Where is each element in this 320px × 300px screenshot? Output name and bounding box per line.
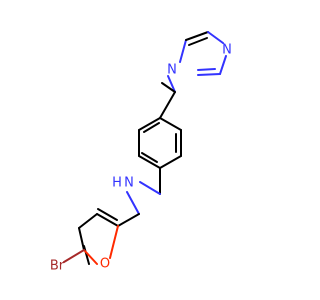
imidazole-ring: [179, 31, 227, 76]
bond: [139, 181, 161, 195]
furan-ring: [78, 208, 119, 265]
bond: [83, 245, 90, 265]
bond: [109, 225, 119, 259]
bond: [219, 55, 227, 75]
bond: [78, 213, 98, 229]
bond: [138, 117, 161, 131]
bond: [83, 249, 98, 265]
atom-label-br: Br: [50, 259, 65, 274]
bond: [63, 249, 85, 263]
molecule-structure: N N N H O Br: [50, 31, 232, 274]
benzene-ring: [138, 91, 182, 169]
atom-label-o-furan: O: [100, 257, 110, 272]
atom-label-n-imidazole-1: N: [167, 63, 177, 78]
bond: [159, 117, 182, 131]
bond: [143, 122, 160, 133]
bond: [167, 75, 176, 93]
bond: [138, 155, 161, 169]
bond: [188, 37, 208, 46]
atom-label-n-amine: N: [124, 176, 134, 191]
bond: [161, 82, 176, 93]
bond: [197, 68, 216, 71]
bond: [159, 155, 182, 169]
bond: [197, 73, 221, 76]
bond: [97, 208, 118, 221]
bond: [185, 31, 209, 41]
bond: [179, 39, 187, 63]
atom-label-n-imidazole-3: N: [222, 43, 232, 58]
bond: [126, 191, 140, 215]
bond: [96, 213, 119, 227]
bond: [141, 152, 158, 163]
bond: [159, 91, 176, 119]
bond: [207, 31, 224, 44]
bond: [117, 213, 140, 227]
atom-label-h-amine: H: [112, 176, 122, 191]
